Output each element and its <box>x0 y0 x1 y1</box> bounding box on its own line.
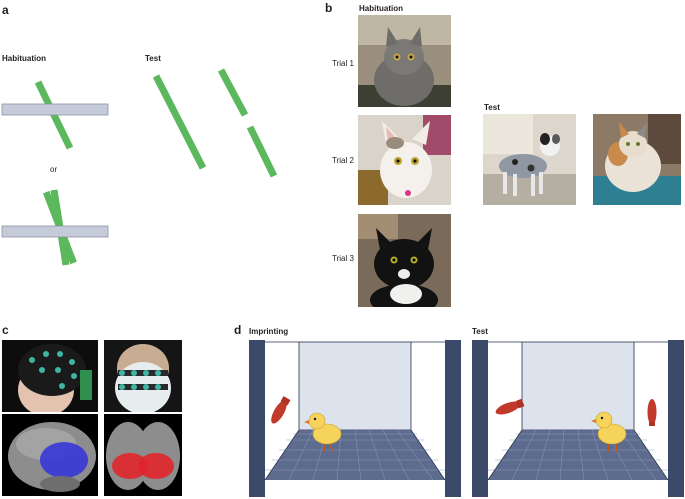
photo-eeg-cap-back <box>104 340 182 412</box>
photo-merle-dog <box>483 114 576 205</box>
chick <box>591 411 627 453</box>
trial-1-label: Trial 1 <box>332 59 354 68</box>
brain-render-back-red <box>104 414 182 496</box>
test-complete-rod <box>152 74 207 170</box>
photo-white-cat <box>358 115 451 205</box>
photo-tuxedo-cat <box>358 214 451 307</box>
test-broken-rod-lower <box>246 125 278 178</box>
gray-occluder <box>1 225 109 238</box>
panel-d-imprinting-label: Imprinting <box>249 327 289 336</box>
habituation-occluded-rod-bottom <box>1 189 109 266</box>
panel-b-test-label: Test <box>484 103 500 112</box>
habituation-occluded-rod-top <box>1 80 109 150</box>
photo-calico-cat <box>593 114 681 205</box>
red-object-left <box>495 398 525 415</box>
photo-gray-cat <box>358 15 451 107</box>
imprinting-chamber <box>249 340 461 497</box>
test-broken-rod-upper <box>217 68 249 117</box>
gray-occluder <box>1 103 109 116</box>
panel-b-letter: b <box>325 1 333 15</box>
red-object <box>271 396 291 424</box>
panel-a-illustration <box>1 68 278 266</box>
panel-c-letter: c <box>2 323 9 337</box>
brain-render-side-blue <box>2 414 98 496</box>
panel-a-test-label: Test <box>145 54 161 63</box>
chick <box>304 412 342 453</box>
panel-d-letter: d <box>234 323 242 337</box>
test-chamber <box>472 340 684 497</box>
panel-a-or-label: or <box>50 165 58 174</box>
floor-grid <box>265 429 445 481</box>
panel-a-habituation-label: Habituation <box>2 54 46 63</box>
trial-3-label: Trial 3 <box>332 254 354 263</box>
panel-b-habituation-label: Habituation <box>359 4 403 13</box>
red-object-right <box>647 399 657 426</box>
panel-d-test-label: Test <box>472 327 488 336</box>
floor-grid <box>488 429 668 481</box>
panel-a-letter: a <box>2 3 9 17</box>
photo-eeg-cap-side <box>2 340 98 412</box>
trial-2-label: Trial 2 <box>332 156 354 165</box>
